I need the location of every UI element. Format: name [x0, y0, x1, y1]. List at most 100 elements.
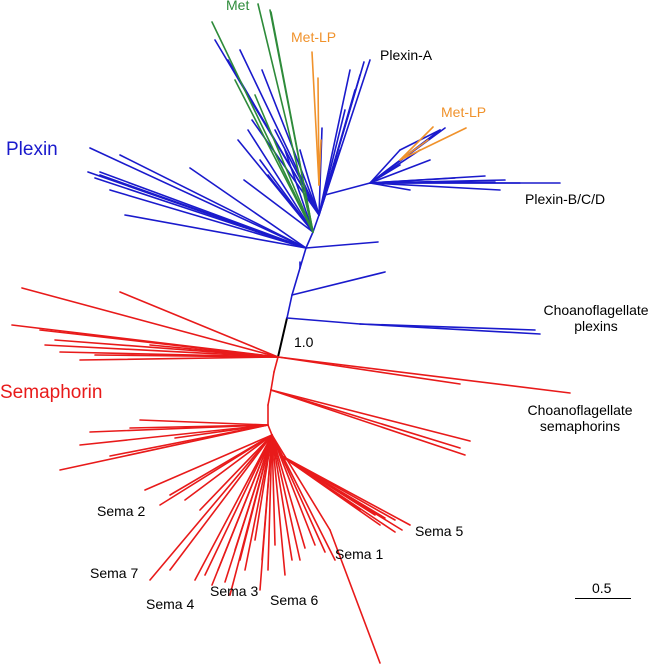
sema1-long-leaf — [329, 529, 381, 664]
sema-subfamily-leaf — [271, 434, 306, 549]
bootstrap-support-label: 1.0 — [294, 334, 314, 350]
plexin-group-label: Plexin — [6, 139, 58, 160]
plexin-leaf — [305, 241, 379, 249]
sema5-leaf — [279, 454, 381, 526]
sema5-leaf — [279, 454, 411, 526]
semaphorin-group-label: Semaphorin — [0, 382, 103, 403]
met-leaf — [211, 21, 314, 233]
sema7-label: Sema 7 — [90, 565, 139, 581]
semaphorin-leaf — [174, 424, 269, 439]
plexin-a-leaf — [318, 69, 351, 216]
sema5-leaf — [279, 454, 403, 531]
met-leaf — [254, 94, 314, 233]
semaphorin-leaf — [119, 291, 279, 358]
sema-subfamily-leaf — [267, 434, 273, 571]
choanoflagellate-plexins-label: Choanoflagellate plexins — [540, 302, 652, 334]
met-lp-leaf — [399, 126, 434, 161]
sema-subfamily-leaf — [271, 434, 286, 576]
plexin-bcd-leaf — [369, 182, 501, 191]
semaphorin-leaf — [139, 419, 269, 426]
plexin-bcd-leaf — [369, 182, 411, 191]
met-lp-leaf — [311, 51, 320, 186]
plexin-branches — [87, 39, 561, 335]
plexin-a-leaf — [299, 149, 320, 216]
plexin-a-label: Plexin-A — [380, 47, 433, 63]
sema-subfamily-leaf — [204, 434, 273, 576]
plexin-a-leaf — [318, 149, 341, 216]
semaphorin-leaf — [270, 389, 461, 449]
plexin-bcd-leaf — [369, 149, 401, 184]
semaphorin-leaf — [44, 344, 279, 358]
semaphorin-leaf — [79, 424, 269, 446]
sema6-label: Sema 6 — [270, 592, 319, 608]
plexin-backbone-branch — [305, 231, 314, 249]
sema2-leaf — [199, 434, 273, 511]
met-lp-leaf — [399, 139, 429, 161]
plexin-leaf — [119, 154, 307, 249]
sema1-label: Sema 1 — [335, 546, 384, 562]
plexin-leaf — [99, 171, 307, 249]
sema-subfamily-leaf — [239, 434, 273, 561]
plexin-a-leaf — [274, 129, 320, 216]
plexin-leaf — [124, 214, 307, 249]
semaphorin-backbone-branch — [267, 389, 272, 406]
scale-bar-label: 0.5 — [592, 580, 612, 596]
semaphorin-branches — [11, 287, 571, 664]
sema-subfamily-leaf — [271, 434, 276, 546]
met-lp-leaf — [318, 139, 322, 186]
sema-subfamily-leaf — [271, 434, 316, 546]
sema5-label: Sema 5 — [415, 523, 464, 539]
sema-subfamily-leaf — [149, 434, 273, 581]
plexin-backbone-branch — [312, 214, 320, 233]
plexin-backbone-branch — [291, 267, 301, 296]
semaphorin-branch — [271, 434, 331, 531]
met-label: Met — [226, 0, 250, 13]
sema-subfamily-leaf — [217, 434, 273, 571]
met-lp-leaf — [399, 127, 467, 161]
plexin-backbone-branch — [286, 294, 293, 319]
sema-subfamily-leaf — [259, 434, 273, 591]
met-lp-label-right: Met-LP — [441, 104, 487, 120]
semaphorin-leaf — [129, 424, 269, 429]
plexin-leaf — [189, 167, 307, 249]
plexin-a-leaf — [243, 179, 314, 233]
choanoflagellate-semaphorins-label: Choanoflagellate semaphorins — [524, 402, 636, 434]
choanoflagellate-semaphorin-leaf — [277, 356, 571, 394]
sema2-leaf — [144, 434, 273, 491]
sema4-label: Sema 4 — [146, 596, 195, 612]
semaphorin-leaf — [277, 356, 461, 385]
choanoflagellate-plexin-leaf — [359, 323, 536, 331]
choanoflagellate-semaphorins-line1: Choanoflagellate — [527, 402, 633, 418]
semaphorin-backbone-branch — [270, 371, 275, 391]
plexin-a-leaf — [239, 49, 320, 216]
plexin-bcd-leaf — [369, 159, 431, 184]
sema-subfamily-leaf — [254, 434, 273, 541]
semaphorin-leaf — [270, 389, 466, 456]
sema-subfamily-leaf — [271, 434, 301, 561]
semaphorin-backbone-branch — [273, 356, 279, 373]
sema-subfamily-leaf — [244, 434, 273, 571]
choanoflagellate-plexins-line1: Choanoflagellate — [543, 302, 649, 318]
semaphorin-backbone-branch — [267, 424, 273, 436]
met-lp-label-upper: Met-LP — [291, 29, 337, 45]
plexin-a-leaf — [261, 69, 320, 216]
choanoflagellate-semaphorins-line2: semaphorins — [539, 418, 621, 435]
plexin-leaf — [109, 189, 307, 249]
plexin-leaf — [291, 271, 386, 296]
met-leaf — [257, 3, 314, 233]
semaphorin-leaf — [149, 344, 279, 358]
sema2-leaf — [169, 434, 273, 496]
plexin-leaf — [89, 147, 307, 249]
met-lp-leaf — [317, 77, 320, 186]
choanoflagellate-semaphorin-leaf — [270, 389, 471, 442]
scale-bar — [575, 598, 631, 599]
plexin-a-leaf — [247, 129, 314, 233]
root-branch — [277, 317, 288, 358]
sema2-label: Sema 2 — [97, 503, 146, 519]
met-lp-branches — [311, 51, 467, 186]
sema2-leaf — [184, 434, 273, 501]
choanoflagellate-plexins-line2: plexins — [574, 318, 618, 335]
met-leaf — [234, 79, 314, 233]
plexin-a-leaf — [267, 174, 314, 233]
